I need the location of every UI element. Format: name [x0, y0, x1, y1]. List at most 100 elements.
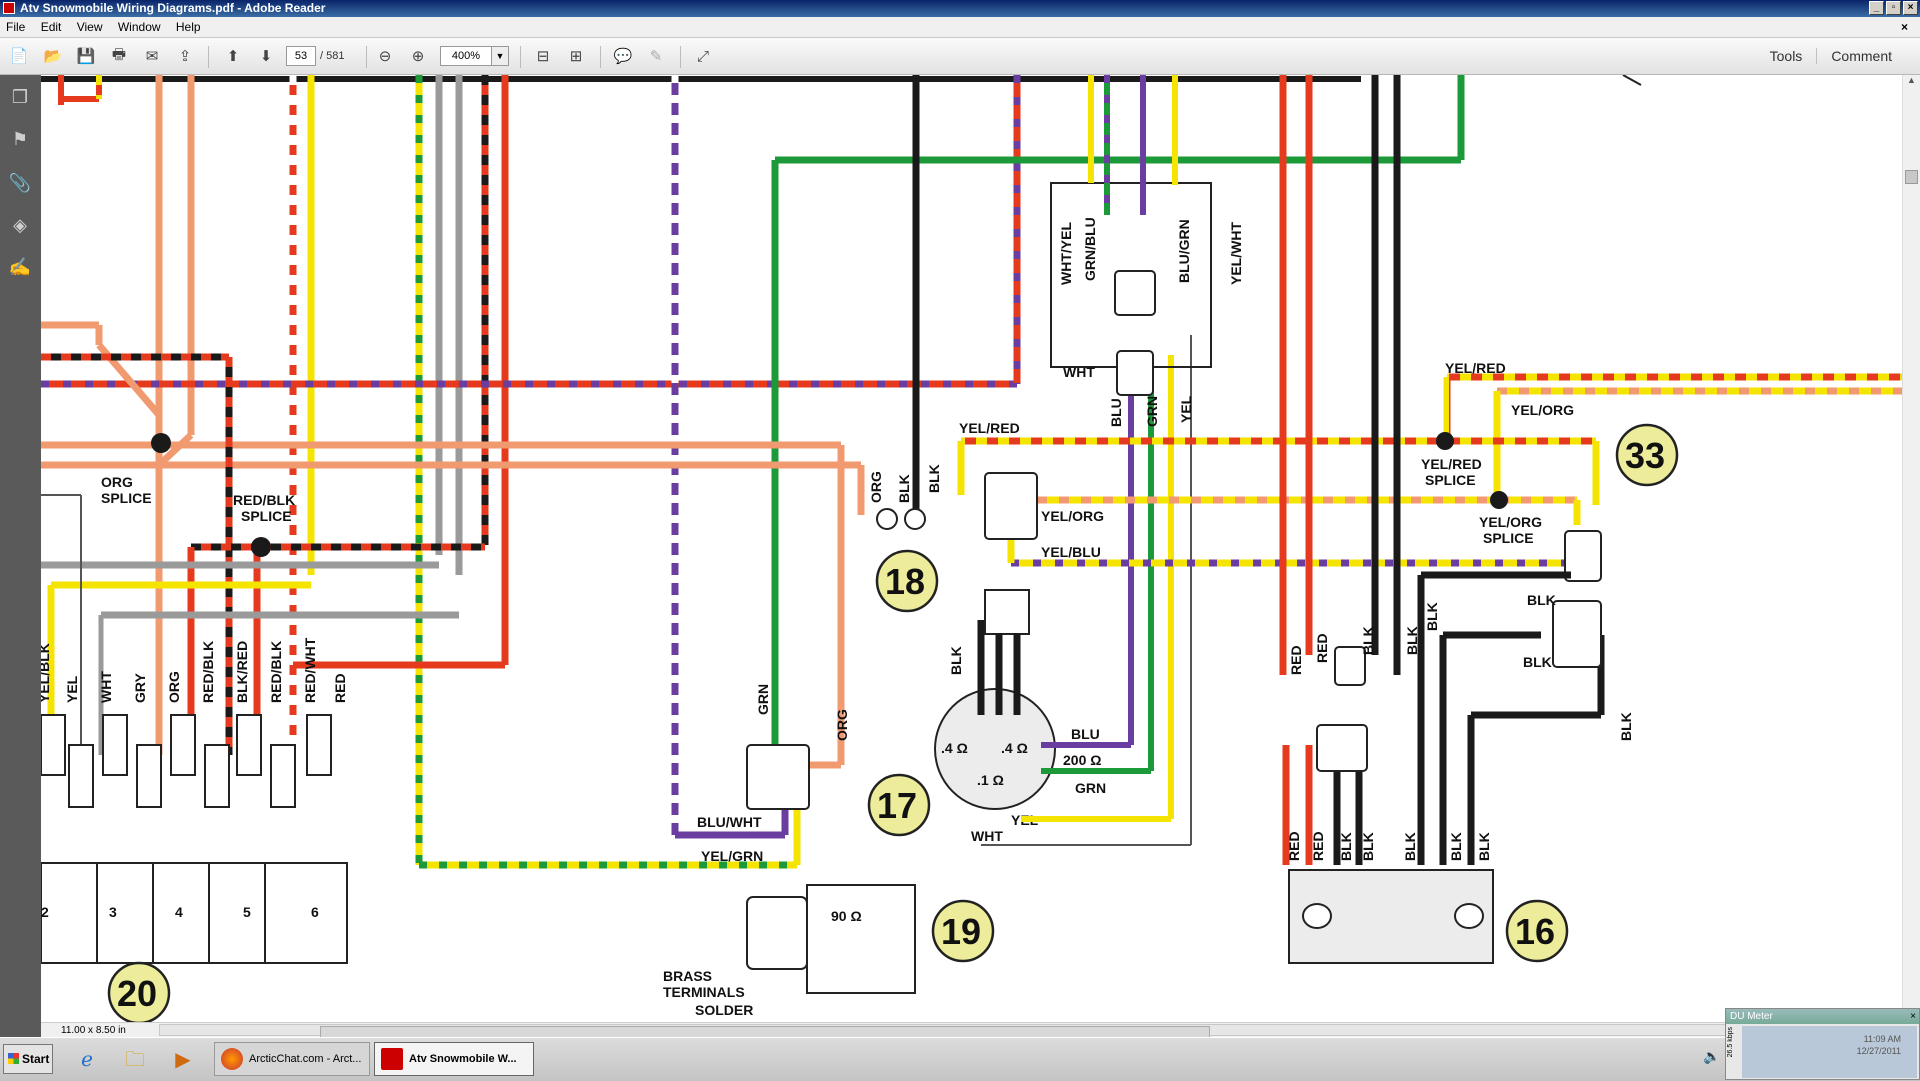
svg-text:RED: RED: [1286, 831, 1302, 861]
email-icon[interactable]: ✉: [145, 48, 159, 65]
menu-edit[interactable]: Edit: [40, 20, 62, 34]
full-screen-icon[interactable]: ⤢: [696, 47, 709, 65]
highlight-icon[interactable]: ✎: [649, 48, 663, 65]
label-org-splice: ORG: [101, 474, 133, 490]
close-icon[interactable]: ×: [1903, 1, 1918, 15]
layers-icon[interactable]: ◈: [13, 215, 27, 235]
restore-icon[interactable]: ▫: [1886, 1, 1901, 15]
callout-19: [931, 899, 995, 963]
svg-text:.1 Ω: .1 Ω: [977, 772, 1004, 788]
next-page-icon[interactable]: ⬇: [259, 48, 273, 65]
svg-text:WHT: WHT: [971, 828, 1003, 844]
callout-19-label: 19: [941, 911, 981, 952]
svg-text:RED/WHT: RED/WHT: [302, 637, 318, 703]
signature-icon[interactable]: ✍: [8, 257, 32, 277]
print-icon[interactable]: 🖶: [111, 45, 127, 63]
pages-icon[interactable]: ❐: [11, 87, 29, 107]
svg-text:BLK: BLK: [1360, 626, 1376, 655]
tools-button[interactable]: Tools: [1769, 48, 1803, 64]
sticky-note-icon[interactable]: 💬: [613, 48, 633, 65]
navigation-panel: ❐ ⚑ 📎 ◈ ✍: [0, 75, 41, 1037]
start-button[interactable]: Start: [3, 1044, 53, 1074]
menu-file[interactable]: File: [6, 20, 26, 34]
scrollbar-thumb[interactable]: [1905, 170, 1918, 184]
task-arcticchat[interactable]: ArcticChat.com - Arct...: [214, 1042, 370, 1076]
toolbar-right-links: Tools Comment: [1756, 48, 1906, 64]
horizontal-scrollbar[interactable]: [159, 1024, 1749, 1038]
svg-text:200 Ω: 200 Ω: [1063, 752, 1101, 768]
task-adobe-reader[interactable]: Atv Snowmobile W...: [374, 1042, 534, 1076]
folder-icon[interactable]: 🗀: [125, 1049, 145, 1071]
minimize-icon[interactable]: _: [1869, 1, 1884, 15]
window-controls: _ ▫ ×: [1869, 1, 1918, 15]
du-meter-close-icon[interactable]: ×: [1910, 1011, 1916, 1022]
comment-button[interactable]: Comment: [1816, 48, 1906, 64]
connector-17: [746, 744, 810, 810]
svg-text:BLU: BLU: [1071, 726, 1100, 742]
svg-text:BLK: BLK: [896, 474, 912, 503]
svg-text:RED/BLK: RED/BLK: [268, 641, 284, 703]
document-close-icon[interactable]: ×: [1900, 20, 1908, 34]
callout-16: [1505, 899, 1569, 963]
callout-18-label: 18: [885, 561, 925, 602]
volume-icon[interactable]: 🔈: [1702, 1048, 1721, 1064]
wiring-diagram: ORG SPLICE RED/BLK SPLICE YEL/BLK YEL WH…: [41, 75, 1903, 1022]
toolbar-separator: [520, 46, 521, 68]
share-icon[interactable]: ⇪: [178, 48, 192, 65]
fit-page-icon[interactable]: ⊟: [536, 48, 550, 65]
media-player-icon[interactable]: ▶: [175, 1049, 191, 1071]
menu-window[interactable]: Window: [117, 20, 161, 34]
svg-text:BLK: BLK: [926, 464, 942, 493]
svg-text:.4 Ω: .4 Ω: [1001, 740, 1028, 756]
adobe-reader-app-icon: [3, 2, 15, 14]
svg-text:ORG: ORG: [834, 709, 850, 741]
fit-width-icon[interactable]: ⊞: [569, 48, 583, 65]
zoom-dropdown-icon[interactable]: ▼: [491, 46, 509, 66]
previous-page-icon[interactable]: ⬆: [226, 48, 240, 65]
create-pdf-icon[interactable]: 📄: [9, 48, 29, 65]
svg-text:BLK: BLK: [1527, 592, 1556, 608]
zoom-level-input[interactable]: 400%: [440, 46, 492, 66]
svg-text:BLU/GRN: BLU/GRN: [1176, 219, 1192, 283]
toolbar-separator: [680, 46, 681, 68]
svg-text:BLK: BLK: [948, 646, 964, 675]
callout-16-label: 16: [1515, 911, 1555, 952]
svg-text:YEL/ORG: YEL/ORG: [1511, 402, 1574, 418]
callout-17: [867, 773, 931, 837]
internet-explorer-icon[interactable]: ℯ: [81, 1049, 93, 1071]
svg-text:6: 6: [311, 904, 319, 920]
svg-text:YEL/BLK: YEL/BLK: [41, 643, 52, 703]
bookmark-icon[interactable]: ⚑: [11, 129, 29, 149]
zoom-in-icon[interactable]: ⊕: [411, 48, 425, 65]
open-file-icon[interactable]: 📂: [43, 48, 63, 65]
zoom-out-icon[interactable]: ⊖: [378, 48, 392, 65]
svg-text:TERMINALS: TERMINALS: [663, 984, 745, 1000]
clock: 11:09 AM 12/27/2011: [1857, 1033, 1901, 1057]
svg-text:GRN: GRN: [1144, 396, 1160, 427]
page-size-label: 11.00 x 8.50 in: [61, 1025, 126, 1036]
attachment-icon[interactable]: 📎: [8, 173, 32, 193]
toolbar-separator: [208, 46, 209, 68]
connector-16a: [1334, 646, 1366, 686]
toolbar: 📄 📂 💾 🖶 ✉ ⇪ ⬆ ⬇ 53 / 581 ⊖ ⊕ 400% ▼ ⊟ ⊞ …: [0, 38, 1920, 75]
svg-text:YEL/BLU: YEL/BLU: [1041, 544, 1101, 560]
scroll-up-icon[interactable]: ▲: [1907, 75, 1916, 85]
svg-text:90 Ω: 90 Ω: [831, 908, 862, 924]
vertical-scrollbar[interactable]: ▲: [1902, 75, 1920, 1022]
menu-help[interactable]: Help: [175, 20, 201, 34]
page-number-input[interactable]: 53: [286, 46, 316, 66]
connector-row-20: [41, 714, 332, 808]
svg-text:GRN/BLU: GRN/BLU: [1082, 217, 1098, 281]
toolbar-separator: [366, 46, 367, 68]
svg-text:4: 4: [175, 904, 183, 920]
du-meter-axis: 26.5 kbps: [1727, 1027, 1734, 1058]
document-view[interactable]: ORG SPLICE RED/BLK SPLICE YEL/BLK YEL WH…: [41, 75, 1903, 1022]
svg-text:WHT: WHT: [1063, 364, 1095, 380]
svg-text:3: 3: [109, 904, 117, 920]
du-meter-widget[interactable]: DU Meter× 26.5 kbps 11:09 AM 12/27/2011: [1725, 1008, 1920, 1080]
save-icon[interactable]: 💾: [76, 48, 96, 65]
svg-text:2: 2: [41, 904, 49, 920]
menu-view[interactable]: View: [76, 20, 103, 34]
svg-text:RED/BLK: RED/BLK: [200, 641, 216, 703]
svg-text:SPLICE: SPLICE: [1425, 472, 1476, 488]
